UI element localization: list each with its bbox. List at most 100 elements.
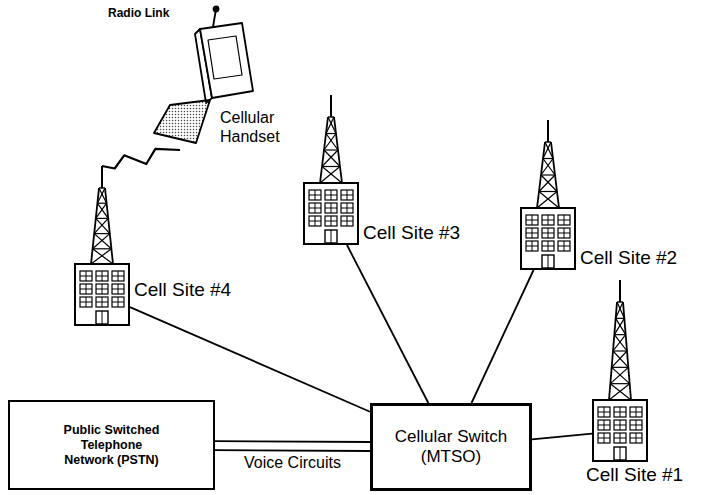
tower-brace — [93, 249, 113, 264]
building-window — [309, 216, 321, 226]
antenna-tip — [214, 7, 219, 12]
tower-brace — [617, 301, 623, 302]
tower-brace — [612, 351, 627, 367]
site-building — [75, 264, 129, 325]
building-window — [96, 284, 108, 294]
building-window — [558, 228, 570, 238]
building-outline — [304, 183, 358, 244]
node-caption: Cellular Handset — [220, 108, 292, 146]
building-window — [598, 407, 610, 417]
window-bar — [558, 246, 570, 247]
door-line — [548, 255, 549, 268]
tower-brace — [541, 174, 555, 175]
building-window — [526, 228, 538, 238]
tower-brace — [97, 203, 108, 218]
tower-brace — [539, 192, 559, 209]
tower-brace — [614, 334, 625, 335]
tower-brace — [613, 335, 626, 351]
building-window — [341, 203, 353, 213]
building-outline — [593, 400, 647, 461]
tower-brace — [94, 234, 111, 249]
radio-link-bolt — [102, 149, 180, 169]
building-window — [630, 407, 642, 417]
tower-brace — [91, 249, 111, 264]
building-window — [542, 241, 554, 251]
tower-brace — [322, 150, 338, 167]
tower-brace — [324, 150, 340, 167]
building-window — [630, 420, 642, 430]
window-bar — [598, 425, 610, 426]
site-icon — [592, 280, 648, 462]
circuit-line — [215, 440, 370, 443]
handset-flip — [154, 100, 210, 143]
tower-brace — [99, 188, 107, 203]
node-caption: Cell Site #2 — [580, 248, 677, 269]
tower-brace — [609, 384, 630, 400]
tower-brace — [97, 188, 105, 203]
site-building — [304, 183, 358, 244]
window-bar — [325, 208, 337, 209]
tower-brace — [96, 218, 110, 233]
window-bar — [80, 289, 92, 290]
window-bar — [309, 221, 321, 222]
tower-brace — [96, 203, 107, 218]
window-bar — [542, 233, 554, 234]
tower-brace — [616, 318, 625, 319]
building-door — [614, 447, 626, 460]
building-window — [526, 215, 538, 225]
node-caption: Cell Site #1 — [586, 465, 683, 486]
edge-label: Voice Circuits — [242, 454, 343, 472]
building-window — [96, 271, 108, 281]
window-bar — [614, 412, 626, 413]
tower-brace — [326, 133, 336, 134]
tower-brace — [541, 159, 553, 176]
cell-tower — [537, 120, 559, 208]
building-window — [558, 241, 570, 251]
backhaul-link — [532, 434, 592, 440]
tower-brace — [613, 350, 627, 351]
backhaul-link — [130, 307, 370, 412]
antenna-mast — [330, 95, 332, 117]
tower-brace — [94, 218, 108, 233]
tower-brace — [610, 367, 628, 383]
tower-brace — [541, 175, 557, 192]
cell-site: Cell Site #1 — [592, 280, 648, 462]
building-door — [96, 311, 108, 324]
tower-brace — [93, 234, 110, 249]
window-bar — [341, 195, 353, 196]
window-bar — [341, 221, 353, 222]
building-window — [325, 190, 337, 200]
window-bar — [309, 195, 321, 196]
building-window — [542, 215, 554, 225]
window-bar — [558, 220, 570, 221]
box-label: Cellular Switch (MTSO) — [381, 427, 521, 468]
building-window — [341, 216, 353, 226]
tower-brace — [616, 302, 623, 318]
building-window — [614, 407, 626, 417]
network-box: Public Switched Telephone Network (PSTN) — [8, 400, 215, 490]
node-caption: Cell Site #3 — [363, 223, 460, 244]
site-icon — [520, 120, 576, 270]
tower-brace — [616, 318, 626, 334]
backhaul-link — [472, 270, 534, 403]
site-building — [593, 400, 647, 461]
tower-brace — [320, 167, 340, 184]
tower-brace — [94, 233, 110, 234]
window-bar — [341, 208, 353, 209]
label-holder: Radio Link — [108, 6, 169, 20]
edge-label-holder: Voice Circuits — [242, 454, 343, 472]
window-bar — [80, 276, 92, 277]
cell-tower — [91, 166, 113, 264]
tower-brace — [543, 158, 553, 159]
building-window — [598, 420, 610, 430]
building-outline — [75, 264, 129, 325]
cell-site: Cell Site #2 — [520, 120, 576, 270]
site-building — [521, 208, 575, 269]
antenna-mast — [619, 280, 621, 302]
site-icon — [74, 166, 130, 326]
window-bar — [526, 233, 538, 234]
tower-brace — [93, 248, 112, 249]
tower-brace — [612, 367, 630, 383]
building-window — [598, 433, 610, 443]
window-bar — [526, 220, 538, 221]
